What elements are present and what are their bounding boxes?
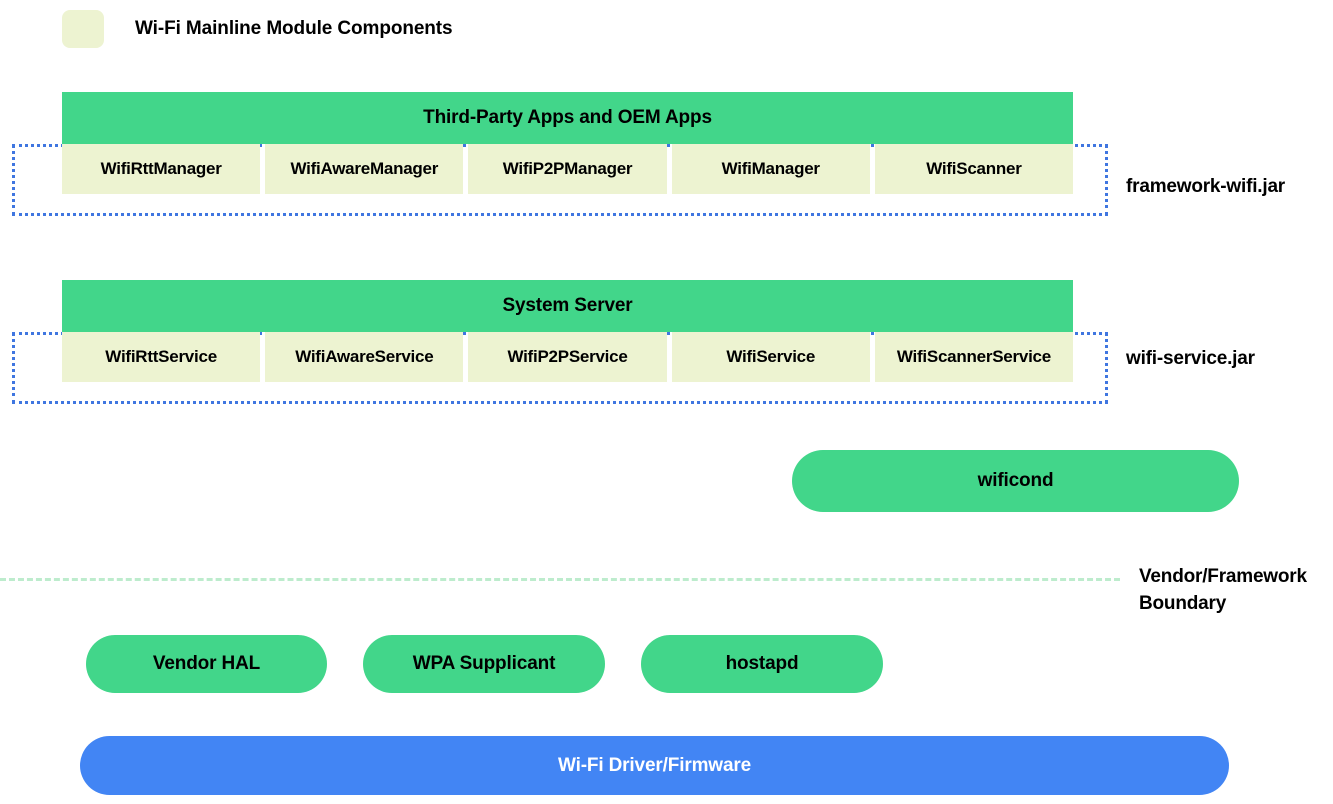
node-vendor-hal[interactable]: Vendor HAL [86,635,327,693]
framework-wifi-manager-list: WifiRttManager WifiAwareManager WifiP2PM… [62,144,1074,194]
list-item[interactable]: WifiScanner [874,144,1074,194]
component-label: WifiScanner [926,159,1022,178]
legend: Wi-Fi Mainline Module Components [62,10,453,48]
component-label: WifiRttManager [100,159,222,178]
component-label: WifiAwareService [295,347,434,366]
list-item[interactable]: WifiService [671,332,870,382]
boundary-label-line1: Vendor/Framework [1139,566,1307,587]
list-item[interactable]: WifiAwareManager [265,144,464,194]
band-title: System Server [502,295,633,316]
band-title: Third-Party Apps and OEM Apps [423,107,712,128]
list-item[interactable]: WifiManager [671,144,870,194]
list-item[interactable]: WifiP2PService [468,332,667,382]
node-wifi-driver-firmware[interactable]: Wi-Fi Driver/Firmware [80,736,1229,795]
list-item[interactable]: WifiRttService [62,332,261,382]
component-label: WifiRttService [105,347,217,366]
band-system-server: System Server [62,280,1073,332]
legend-color-swatch [62,10,104,48]
component-label: WifiManager [721,159,820,178]
component-label: WifiP2PManager [502,159,633,178]
list-item[interactable]: WifiAwareService [265,332,464,382]
node-wpa-supplicant[interactable]: WPA Supplicant [363,635,605,693]
wifi-service-list: WifiRttService WifiAwareService WifiP2PS… [62,332,1074,382]
list-item[interactable]: WifiRttManager [62,144,261,194]
layer-third-party-apps: Third-Party Apps and OEM Apps WifiRttMan… [62,92,1074,194]
boundary-label-line2: Boundary [1139,593,1227,614]
layer-system-server: System Server WifiRttService WifiAwareSe… [62,280,1074,382]
node-label: hostapd [725,653,799,674]
component-label: WifiAwareManager [290,159,439,178]
legend-label: Wi-Fi Mainline Module Components [135,18,453,39]
node-label: Wi-Fi Driver/Firmware [557,754,752,776]
list-item[interactable]: WifiScannerService [874,332,1074,382]
list-item[interactable]: WifiP2PManager [468,144,667,194]
band-third-party-apps: Third-Party Apps and OEM Apps [62,92,1073,144]
node-hostapd[interactable]: hostapd [641,635,883,693]
framework-wifi-jar-label: framework-wifi.jar [1126,176,1286,197]
wifi-service-jar-label: wifi-service.jar [1126,348,1255,369]
component-label: WifiService [726,347,816,366]
component-label: WifiScannerService [896,347,1051,366]
node-label: wificond [977,470,1054,491]
node-label: WPA Supplicant [412,653,556,674]
vendor-framework-boundary-line [0,578,1120,581]
vendor-framework-boundary-label: Vendor/Framework Boundary [1139,563,1329,617]
component-label: WifiP2PService [507,347,628,366]
node-label: Vendor HAL [152,653,261,674]
node-wificond[interactable]: wificond [792,450,1239,512]
